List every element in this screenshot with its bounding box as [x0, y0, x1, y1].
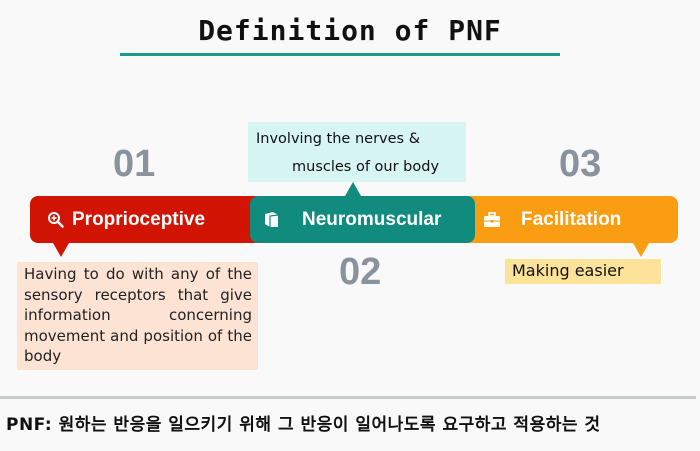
step-label-facilitation: Facilitation — [521, 208, 622, 230]
red-pointer — [53, 243, 69, 257]
book-icon — [262, 211, 280, 229]
step-bar-neuromuscular: Neuromuscular — [250, 196, 475, 243]
neuromuscular-description-line1: Involving the nerves & — [256, 131, 421, 147]
briefcase-icon — [483, 211, 501, 229]
step-number-01: 01 — [113, 143, 156, 185]
facilitation-description-box: Making easier — [505, 259, 661, 284]
orange-pointer — [633, 243, 649, 257]
zoom-in-icon — [46, 211, 64, 229]
page-title: Definition of PNF — [198, 14, 502, 47]
step-number-03: 03 — [559, 143, 602, 185]
footer-divider — [0, 396, 696, 399]
neuromuscular-description-box: Involving the nerves & muscles of our bo… — [248, 122, 466, 182]
step-bar-proprioceptive: Proprioceptive — [30, 196, 270, 243]
teal-pointer — [345, 182, 361, 196]
step-number-02: 02 — [339, 251, 382, 293]
step-label-proprioceptive: Proprioceptive — [72, 208, 206, 230]
step-label-neuromuscular: Neuromuscular — [302, 208, 442, 230]
step-bar-facilitation: Facilitation — [455, 196, 678, 243]
neuromuscular-description-line2: muscles of our body — [292, 159, 440, 175]
footer-definition: PNF: 원하는 반응을 일으키기 위해 그 반응이 일어나도록 요구하고 적용… — [6, 415, 601, 435]
proprioceptive-description-box: Having to do with any of the sensory rec… — [17, 262, 258, 370]
title-underline — [120, 53, 560, 56]
